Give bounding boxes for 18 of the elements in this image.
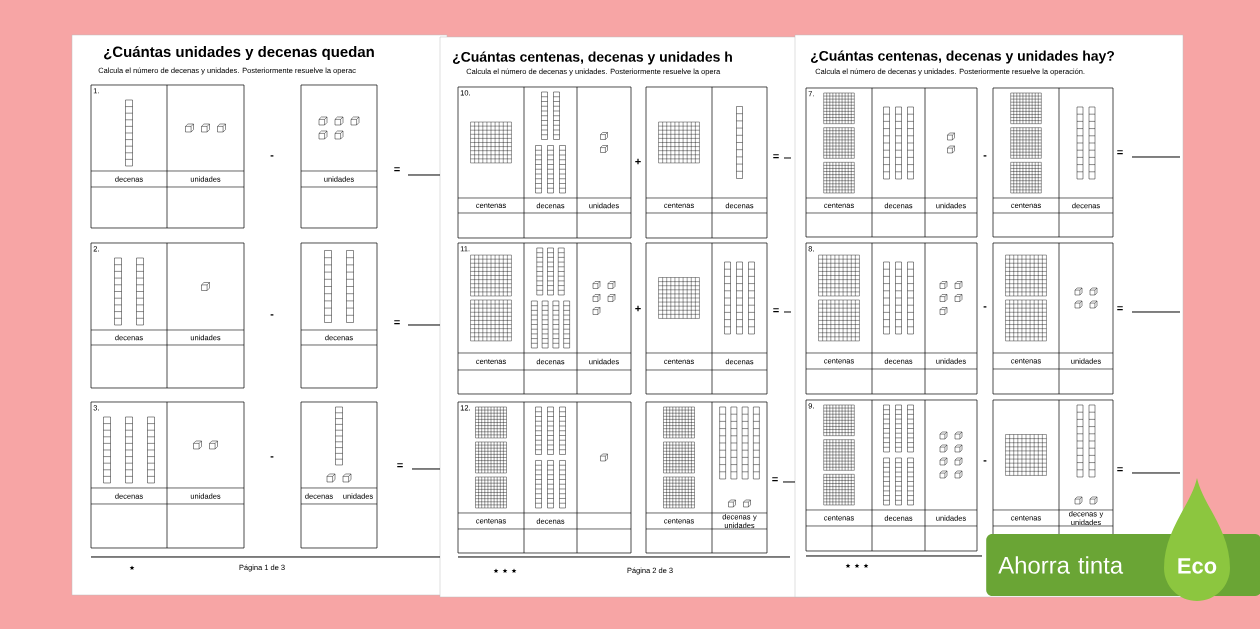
operator-sign: -	[270, 456, 274, 458]
leaf-icon: Eco	[1164, 478, 1230, 601]
operator-sign: =	[773, 308, 779, 313]
operator-sign: =	[394, 167, 400, 172]
worksheet-title: ¿Cuántas unidades y decenas quedan	[104, 45, 374, 60]
operator-sign: =	[772, 477, 778, 482]
operator-sign: =	[394, 320, 400, 325]
worksheet-title: ¿Cuántas centenas, decenas y unidades hay?	[811, 50, 1114, 64]
operator-sign: -	[983, 306, 987, 308]
operator-sign: =	[397, 463, 403, 468]
operator-sign: -	[270, 314, 274, 316]
operator-sign: -	[983, 155, 987, 157]
operator-sign: +	[635, 158, 641, 165]
operator-sign: -	[983, 460, 987, 462]
operator-sign: -	[270, 155, 274, 157]
operator-sign: +	[635, 305, 641, 312]
worksheet-title: ¿Cuántas centenas, decenas y unidades h	[453, 51, 732, 65]
operator-sign: =	[773, 154, 779, 159]
